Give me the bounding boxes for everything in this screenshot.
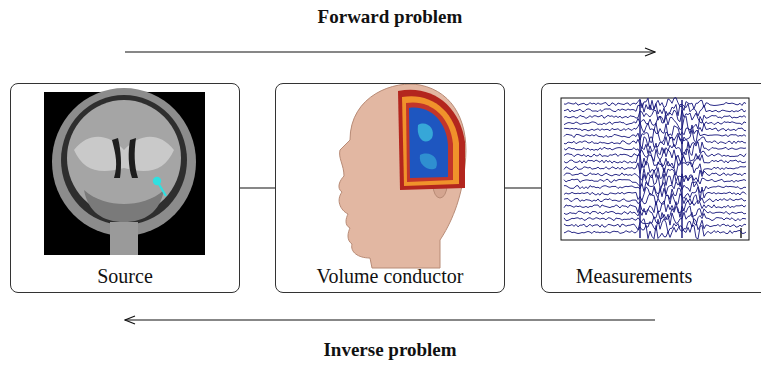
eeg-trace bbox=[564, 155, 746, 168]
forward-arrow bbox=[125, 51, 655, 52]
mri-image bbox=[44, 88, 205, 255]
eeg-marker bbox=[639, 100, 640, 238]
eeg-trace bbox=[564, 110, 746, 123]
eeg-trace bbox=[564, 174, 746, 188]
eeg-trace bbox=[564, 103, 746, 116]
eeg-trace bbox=[564, 212, 746, 225]
cutaway-brain bbox=[409, 108, 448, 178]
cutaway-csf bbox=[406, 102, 453, 182]
eeg-trace bbox=[564, 168, 746, 182]
image-panel: Source bbox=[10, 83, 240, 293]
cutaway-structure bbox=[418, 123, 433, 141]
problem-heading: Forward problem bbox=[318, 6, 463, 28]
eeg-trace bbox=[564, 129, 746, 143]
eeg-trace bbox=[564, 200, 746, 212]
eeg-trace bbox=[564, 123, 746, 137]
cutaway-scalp bbox=[398, 90, 465, 190]
mri-scalp bbox=[52, 88, 196, 236]
panel-caption: Volume conductor bbox=[317, 265, 464, 288]
dipole-source bbox=[153, 177, 161, 185]
mri-white-matter bbox=[74, 137, 174, 171]
eeg-frame bbox=[561, 98, 749, 240]
mri-ventricle bbox=[112, 138, 121, 178]
mri-ventricle bbox=[129, 138, 138, 178]
mri-brain bbox=[67, 100, 181, 216]
eeg-trace bbox=[564, 206, 746, 219]
image-panel: Volume conductor bbox=[275, 83, 505, 293]
connector-line bbox=[240, 187, 275, 188]
eeg-plot bbox=[561, 98, 749, 240]
eeg-trace bbox=[564, 149, 746, 162]
mri-skull bbox=[61, 95, 187, 225]
eeg-trace bbox=[564, 98, 746, 111]
mri-temporal bbox=[84, 190, 164, 222]
panel-caption: Measurements bbox=[576, 265, 693, 288]
eeg-trace bbox=[564, 225, 746, 239]
problem-heading: Inverse problem bbox=[323, 339, 456, 361]
head-surface bbox=[339, 84, 466, 268]
cutaway-skull bbox=[402, 96, 459, 186]
cutaway-structure bbox=[420, 153, 437, 169]
head-model bbox=[339, 84, 466, 268]
connector-line bbox=[505, 187, 541, 188]
eeg-trace bbox=[564, 193, 746, 205]
mri-brainstem bbox=[110, 222, 138, 255]
inverse-arrow bbox=[125, 319, 655, 320]
eeg-marker bbox=[681, 100, 682, 238]
image-panel: Measurements bbox=[541, 83, 761, 293]
panel-caption: Source bbox=[97, 265, 153, 288]
